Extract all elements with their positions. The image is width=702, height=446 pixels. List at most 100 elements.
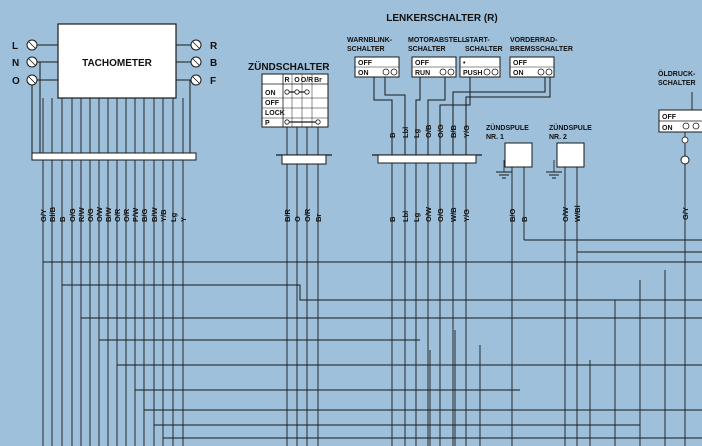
ignition-wire-label: O	[293, 216, 302, 222]
switch-label-hazard: WARNBLINK-	[347, 37, 393, 44]
switch-label-front-brake-2: BREMSSCHALTER	[510, 46, 573, 53]
tach-wire-label: Y/B	[159, 209, 168, 222]
coil1-title-2: NR. 1	[486, 134, 504, 141]
tach-wire-label: O/R	[113, 208, 122, 222]
tach-wire-label: B/G	[140, 209, 149, 223]
ignition-header-cell: O	[294, 77, 300, 84]
coil1-wire-label: B	[520, 216, 529, 222]
oil-bottom-label: ON	[662, 125, 673, 132]
handlebar-connector	[377, 154, 477, 164]
tachometer-lamps-left: LNO	[12, 39, 38, 87]
switch-state-bottom: PUSH	[463, 70, 482, 77]
handlebar-switch: LENKERSCHALTER (R) WARNBLINK-SCHALTEROFF…	[347, 13, 573, 222]
ignition-row-off: OFF	[265, 100, 280, 107]
handlebar-wire-label-top: O/B	[424, 124, 433, 138]
handlebar-wire-label-top: B	[388, 132, 397, 138]
tach-wire-label: O/W	[95, 206, 104, 222]
ignition-header-cell: O/R	[301, 77, 313, 84]
handlebar-wire-label-bottom: Y/G	[462, 209, 471, 222]
ignition-wire-label: B/R	[283, 209, 292, 223]
switch-state-bottom: ON	[358, 70, 369, 77]
ignition-wire-label: O/R	[303, 208, 312, 222]
handlebar-wire-label-bottom: Lg	[412, 212, 421, 222]
lamp-label-l: L	[12, 41, 18, 52]
handlebar-wire-label-bottom: W/B	[449, 207, 458, 222]
oil-top-label: OFF	[662, 114, 677, 121]
tach-wire-label: B/W	[150, 207, 159, 223]
tach-wire-label: R/W	[77, 207, 86, 223]
switch-state-bottom: RUN	[415, 70, 430, 77]
tach-wire-label: P/W	[131, 207, 140, 222]
handlebar-wire-label-bottom: Lbl	[401, 211, 410, 222]
switch-label-engine-stop-2: SCHALTER	[408, 46, 446, 53]
tachometer-connector	[31, 152, 197, 161]
switch-label-engine-stop: MOTORABSTELL-	[408, 37, 469, 44]
handlebar-wire-label-top: Lg	[412, 128, 421, 138]
ignition-header-cell: Br	[314, 77, 322, 84]
tach-wire-label: B/W	[104, 207, 113, 223]
tach-wire-label: Bl/B	[48, 206, 57, 222]
switch-label-start-2: SCHALTER	[465, 46, 503, 53]
switch-label-start: START-	[465, 37, 490, 44]
oil-pressure-terminal	[680, 155, 690, 165]
oil-title-2: SCHALTER	[658, 80, 696, 87]
switch-state-bottom: ON	[513, 70, 524, 77]
oil-pressure-sensor	[681, 136, 689, 144]
switch-state-top: OFF	[415, 60, 430, 67]
lamp-label-o: O	[12, 76, 20, 87]
lamp-label-n: N	[12, 58, 19, 69]
handlebar-wire-label-bottom: B	[388, 216, 397, 222]
handlebar-wire-label-bottom: O/G	[436, 208, 445, 222]
handlebar-wire-label-bottom: O/W	[424, 206, 433, 222]
ignition-row-lock: LOCK	[265, 110, 285, 117]
handlebar-wire-label-top: O/G	[436, 124, 445, 138]
ignition-title: ZÜNDSCHALTER	[248, 60, 330, 73]
coil2-title-1: ZÜNDSPULE	[549, 123, 592, 132]
switch-label-front-brake: VORDERRAD-	[510, 37, 558, 44]
coil2-wire-label: O/W	[561, 206, 570, 222]
ignition-wire-label: Br	[314, 214, 323, 222]
tach-wire-label: G/Y	[39, 209, 48, 222]
tach-wire-label: O/G	[68, 208, 77, 222]
lamp-label-b: B	[210, 58, 217, 69]
oil-pressure-switch: ÖLDRUCK- SCHALTER OFF ON G/Y	[658, 69, 702, 220]
lamp-label-r: R	[210, 41, 218, 52]
oil-title-1: ÖLDRUCK-	[658, 69, 696, 78]
ground-symbols	[496, 160, 562, 179]
tach-wire-label: B	[58, 216, 67, 222]
handlebar-wire-label-top: Lbl	[401, 127, 410, 138]
switch-state-top: •	[463, 60, 466, 67]
switch-state-top: OFF	[358, 60, 373, 67]
tachometer-title: TACHOMETER	[82, 58, 153, 69]
coil2-wire-label: W/Bl	[573, 205, 582, 222]
ignition-row-p: P	[265, 120, 270, 127]
handlebar-switches: WARNBLINK- SCHALTER OFF ON MOTORABSTELL- SCHA…	[347, 37, 573, 78]
ignition-row-on: ON	[265, 90, 276, 97]
switch-label-hazard-2: SCHALTER	[347, 46, 385, 53]
lamp-label-f: F	[210, 76, 216, 87]
tach-wire-label: O/G	[86, 208, 95, 222]
coil1-wire-label: B/O	[508, 209, 517, 223]
wire-layer	[31, 44, 702, 446]
switch-state-top: OFF	[513, 60, 528, 67]
tachometer-lamps-right: RBF	[190, 39, 218, 87]
coil1-title-1: ZÜNDSPULE	[486, 123, 529, 132]
tach-wire-label: Y	[179, 217, 188, 222]
coil2-title-2: NR. 2	[549, 134, 567, 141]
tach-wire-label: Lg	[169, 212, 178, 222]
handlebar-wire-label-top: Y/G	[462, 125, 471, 138]
ignition-header-cell: R	[284, 77, 289, 84]
tach-wire-label: O/R	[122, 208, 131, 222]
